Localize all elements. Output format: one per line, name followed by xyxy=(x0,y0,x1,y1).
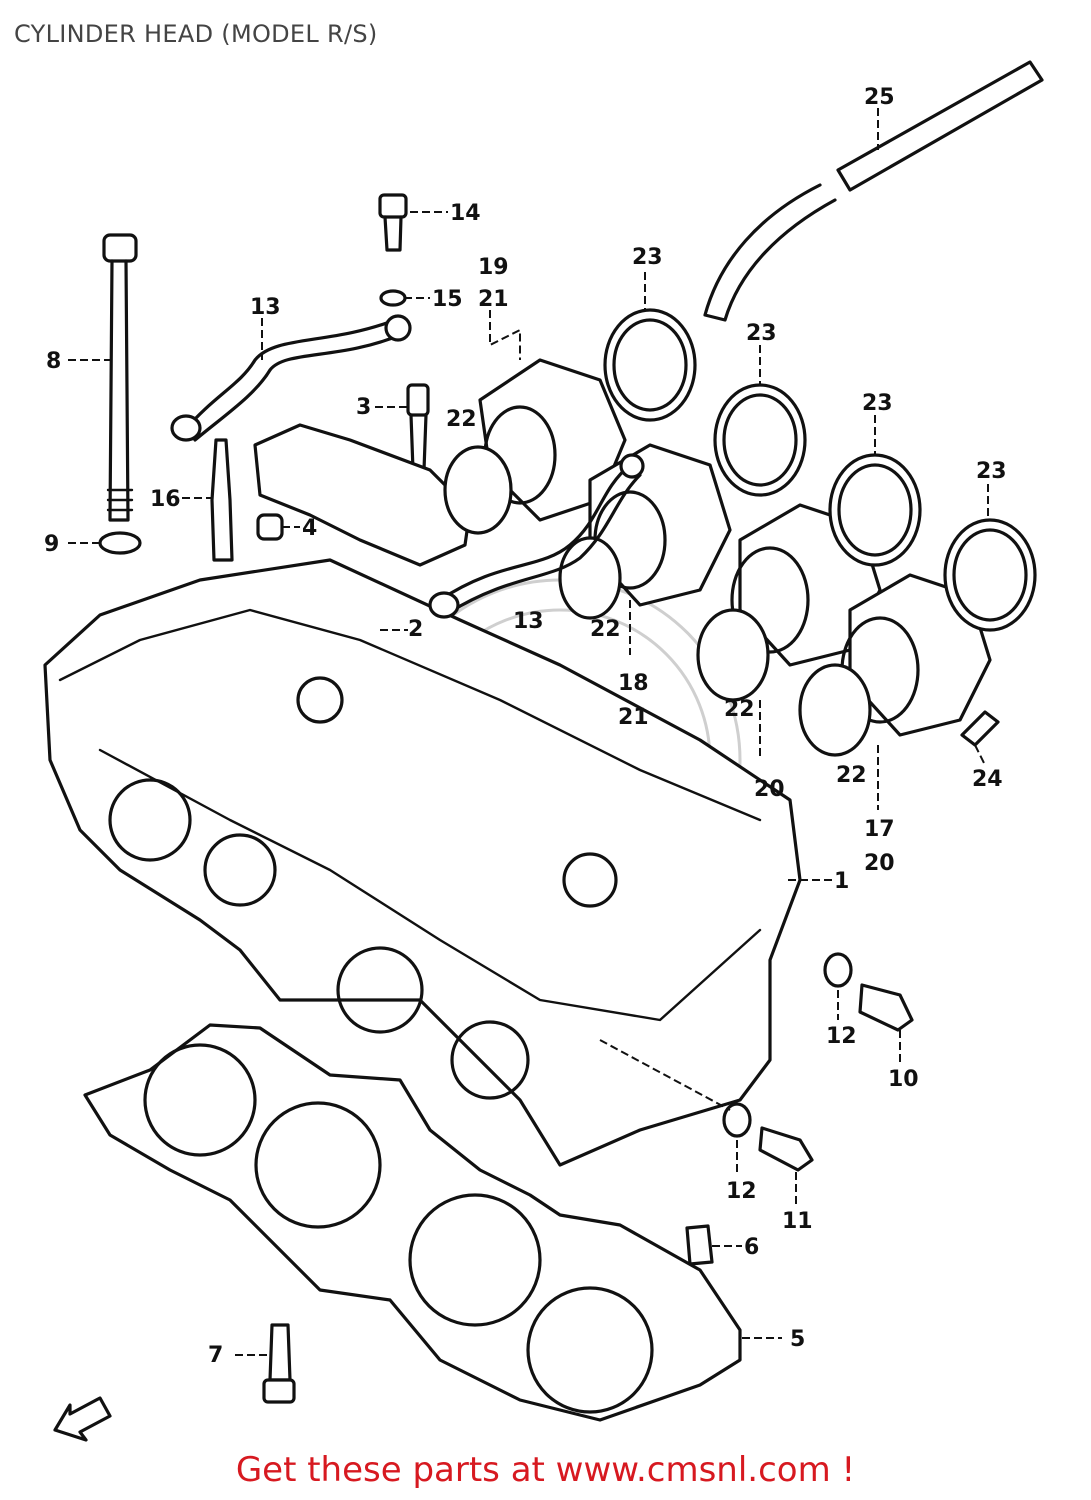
washer-15 xyxy=(379,289,407,307)
callout-24: 24 xyxy=(972,767,1003,792)
callout-25: 25 xyxy=(864,85,895,110)
footer-link[interactable]: Get these parts at www.cmsnl.com ! xyxy=(235,1450,856,1490)
intake-pipe-4 xyxy=(798,573,992,757)
callout-12a: 12 xyxy=(826,1024,857,1049)
callout-16: 16 xyxy=(150,487,181,512)
callout-15: 15 xyxy=(432,287,463,312)
plug-11 xyxy=(758,1126,814,1172)
dowel-6 xyxy=(685,1224,714,1266)
intake-pipe-2 xyxy=(558,443,732,620)
callout-18: 18 xyxy=(618,671,649,696)
clamp-23a xyxy=(603,308,697,422)
callout-19: 19 xyxy=(478,255,509,280)
callout-10: 10 xyxy=(888,1067,919,1092)
bolt-3 xyxy=(406,383,430,472)
washer-9 xyxy=(98,531,142,555)
bolt-7 xyxy=(262,1323,296,1404)
stud-bolt-8 xyxy=(102,233,138,522)
breather-hose xyxy=(703,60,1044,322)
clamp-23d xyxy=(943,518,1037,632)
callout-22c: 22 xyxy=(724,697,755,722)
forward-arrow-icon xyxy=(53,1396,112,1442)
callout-3: 3 xyxy=(356,395,371,420)
callout-23d: 23 xyxy=(976,459,1007,484)
callout-20a: 20 xyxy=(754,777,785,802)
callout-9: 9 xyxy=(44,532,59,557)
callout-22a: 22 xyxy=(446,407,477,432)
callout-11: 11 xyxy=(782,1209,813,1234)
washer-12b xyxy=(722,1102,752,1138)
callout-23c: 23 xyxy=(862,391,893,416)
oil-pipe-lower xyxy=(428,453,645,619)
callout-23b: 23 xyxy=(746,321,777,346)
clamp-23b xyxy=(713,383,807,497)
leader-lines xyxy=(68,108,989,1356)
callout-23a: 23 xyxy=(632,245,663,270)
screw-24 xyxy=(960,710,1000,747)
head-gasket-5 xyxy=(83,1023,742,1422)
callout-14: 14 xyxy=(450,201,481,226)
callout-13a: 13 xyxy=(250,295,281,320)
callout-21b: 21 xyxy=(618,705,649,730)
plug-10 xyxy=(858,983,914,1032)
callout-4: 4 xyxy=(302,516,317,541)
spark-plug-16 xyxy=(210,438,234,562)
diagram-title: CYLINDER HEAD (MODEL R/S) xyxy=(14,20,378,48)
callout-7: 7 xyxy=(208,1343,223,1368)
cam-holder xyxy=(253,423,472,567)
callout-21a: 21 xyxy=(478,287,509,312)
callout-12b: 12 xyxy=(726,1179,757,1204)
callout-5: 5 xyxy=(790,1327,805,1352)
washer-12a xyxy=(823,952,853,988)
callout-2: 2 xyxy=(408,617,423,642)
callout-8: 8 xyxy=(46,349,61,374)
callout-labels: 1 2 3 4 5 6 7 8 9 10 11 12 12 13 13 14 1… xyxy=(44,85,1007,1368)
bolt-14 xyxy=(378,193,408,252)
callout-20b: 20 xyxy=(864,851,895,876)
callout-6: 6 xyxy=(744,1235,759,1260)
oil-pipe-upper xyxy=(170,314,412,442)
callout-13b: 13 xyxy=(513,609,544,634)
callout-22d: 22 xyxy=(836,763,867,788)
callout-22b: 22 xyxy=(590,617,621,642)
clamp-23c xyxy=(828,453,922,567)
callout-17: 17 xyxy=(864,817,895,842)
callout-1: 1 xyxy=(834,869,849,894)
cylinder-head xyxy=(43,558,802,1167)
